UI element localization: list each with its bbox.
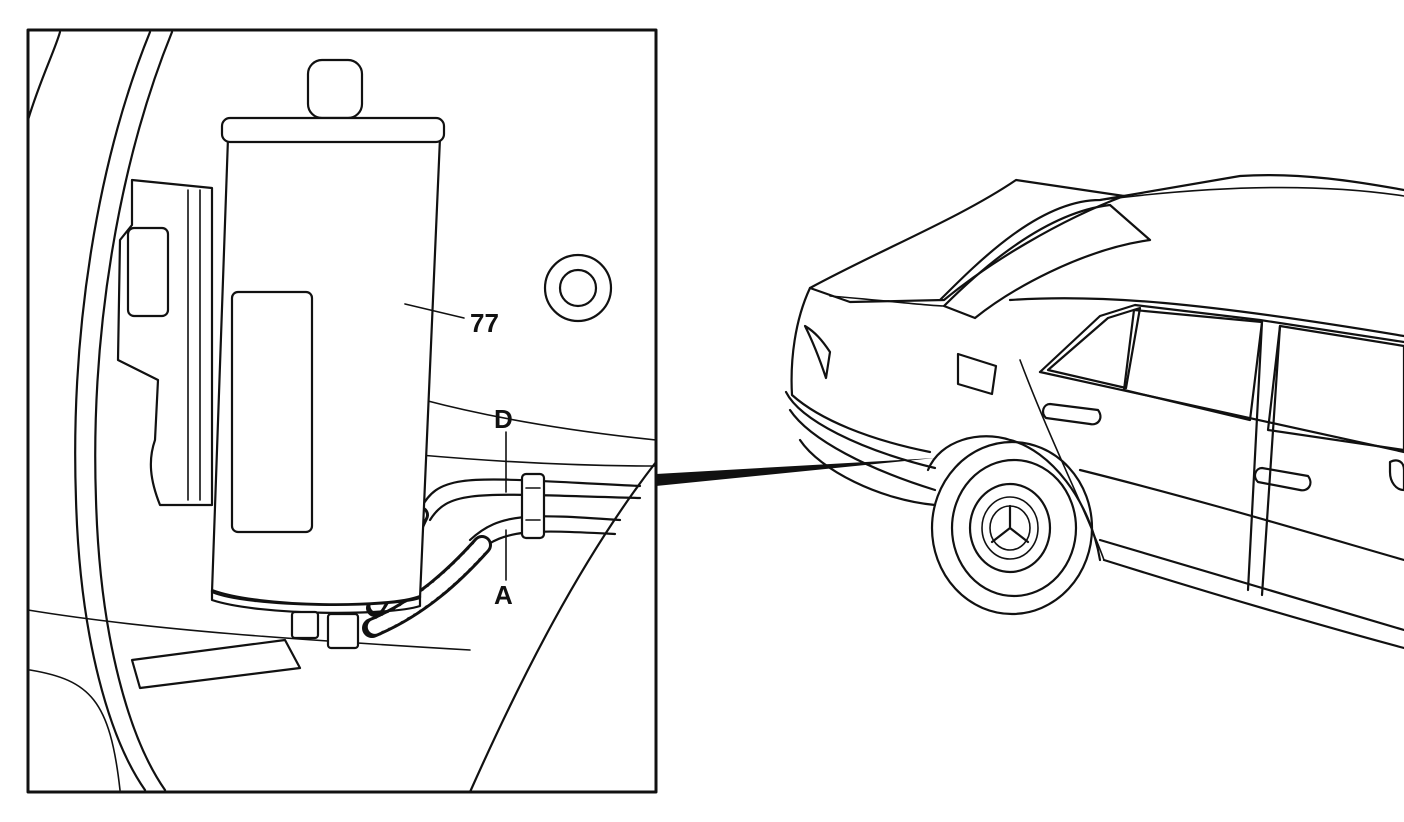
line-d-tube-outer: [418, 478, 642, 512]
mirror-edge: [1388, 459, 1404, 492]
line-d-tube-inner: [428, 493, 642, 522]
rear-window: [942, 203, 1152, 320]
emblem-circle: [989, 505, 1031, 551]
canister-top-nozzle: [306, 58, 364, 120]
hose-clip: [520, 472, 546, 540]
rear-wheel: [930, 440, 1094, 616]
wheel-arch-inner: [74, 30, 152, 792]
tire-inner: [950, 458, 1078, 598]
fender-edge: [26, 30, 62, 122]
braided-hose-a-core: [365, 538, 489, 635]
lower-panel-line: [29, 669, 121, 791]
bracket-slot: [126, 226, 170, 318]
rear-door-window: [1046, 306, 1142, 390]
callout-77: 77: [470, 308, 499, 338]
leader-77: [404, 303, 465, 319]
bracket-edge: [187, 189, 201, 501]
three-pointed-star-emblem-icon: [990, 504, 1030, 544]
side-beltline: [1008, 297, 1404, 338]
car-roof-line: [1099, 186, 1404, 201]
rear-door-handle: [1041, 402, 1102, 426]
mounting-bracket: [116, 178, 214, 507]
canister-bottom-port-left: [290, 610, 320, 640]
canister-body: [210, 136, 442, 606]
wheel-well: [926, 435, 1102, 562]
hubcap-ring: [981, 496, 1039, 560]
hubcap: [968, 482, 1052, 574]
trunk-edge: [829, 295, 945, 307]
front-door-handle: [1253, 466, 1312, 492]
body-side-upper: [1019, 359, 1105, 561]
rear-bumper: [784, 390, 937, 507]
panel-grommet-outer: [543, 253, 613, 323]
side-window-frame: [1038, 303, 1404, 374]
locator-pointer: [656, 458, 935, 486]
canister-label-panel: [230, 290, 314, 534]
car-roof: [938, 173, 1404, 302]
fuel-door: [956, 352, 998, 396]
callout-d: D: [494, 404, 513, 434]
wheel-arch-outer: [94, 30, 174, 792]
detail-inset: 77 D A: [26, 28, 658, 794]
floor-line: [27, 609, 471, 651]
rear-body: [790, 286, 932, 454]
floor-lip: [130, 638, 302, 690]
tail-light: [803, 324, 832, 380]
window-sill: [1038, 370, 1404, 454]
inset-frame: [26, 28, 658, 794]
panel-line-mid: [419, 454, 657, 467]
hose-clip-detail: [525, 487, 541, 521]
rocker-panel: [1098, 538, 1404, 650]
canister-top-cap: [220, 116, 446, 144]
front-door-glass: [1266, 324, 1404, 452]
rear-door-glass: [1122, 308, 1264, 422]
canister-bottom-rim: [210, 588, 422, 614]
vehicle-rear-view: [784, 173, 1404, 650]
tire-outer: [930, 440, 1094, 616]
b-pillar: [1246, 320, 1282, 597]
panel-grommet-inner: [558, 268, 598, 308]
canister-77: [210, 58, 446, 650]
inset-diagonal-edge: [468, 460, 658, 794]
trunk-lid: [808, 178, 1126, 304]
panel-line-upper: [423, 399, 657, 441]
callout-a: A: [494, 580, 513, 610]
body-side-crease: [1078, 468, 1404, 562]
line-a-tube-inner: [476, 530, 617, 554]
canister-bottom-port-right: [326, 612, 360, 650]
